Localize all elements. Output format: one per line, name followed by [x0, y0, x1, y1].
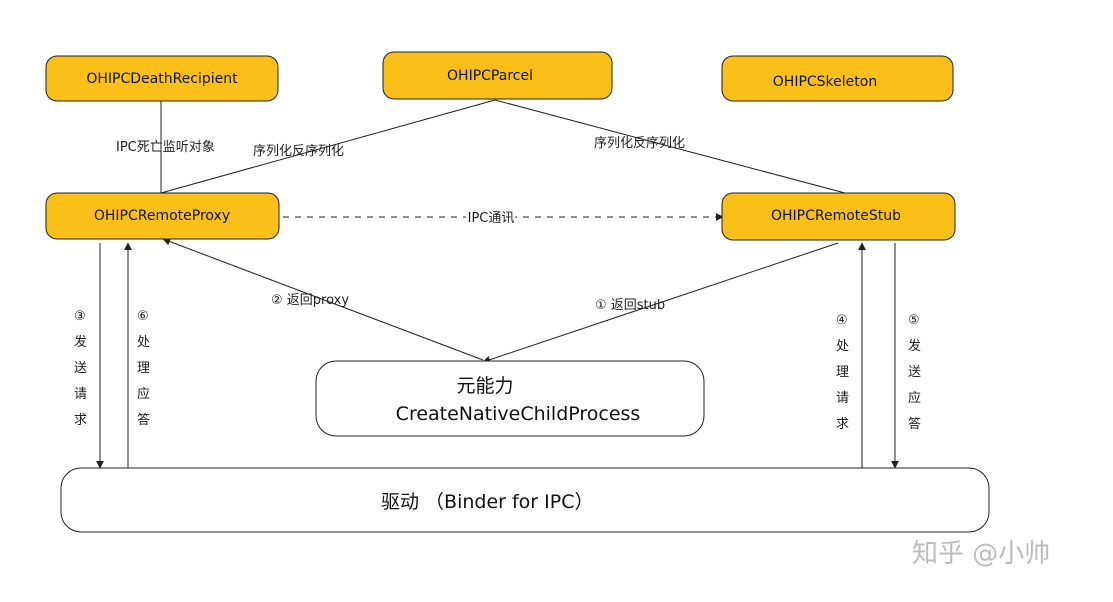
node-death-recipient-label: OHIPCDeathRecipient	[86, 71, 238, 87]
vlabel-send-request: ③ 发 送 请 求	[74, 309, 87, 428]
vchar: 答	[908, 416, 921, 432]
node-driver: 驱动 （Binder for IPC）	[60, 467, 990, 533]
watermark: 知乎 @小帅	[912, 539, 1050, 569]
meta-capability-subtitle: CreateNativeChildProcess	[396, 403, 641, 425]
node-skeleton: OHIPCSkeleton	[721, 55, 954, 102]
parcel-to-stub-line	[494, 99, 846, 194]
vchar: 求	[836, 417, 849, 432]
node-remote-proxy: OHIPCRemoteProxy	[45, 192, 280, 240]
label-return-proxy: ② 返回proxy	[271, 293, 349, 308]
label-return-stub: ① 返回stub	[595, 298, 665, 313]
vchar: ⑥	[137, 309, 149, 324]
node-remote-stub-label: OHIPCRemoteStub	[771, 208, 901, 224]
parcel-to-proxy-line	[160, 99, 496, 194]
capability-to-proxy-arrow	[162, 237, 484, 361]
node-parcel-label: OHIPCParcel	[447, 68, 533, 84]
vchar: 送	[74, 361, 87, 376]
node-skeleton-label: OHIPCSkeleton	[773, 74, 877, 90]
vchar: 理	[836, 365, 849, 380]
vchar: 理	[137, 361, 150, 376]
vchar: 应	[908, 390, 921, 406]
node-remote-stub: OHIPCRemoteStub	[721, 192, 956, 241]
stub-to-capability-arrow	[482, 242, 839, 364]
label-serialize-left: 序列化反序列化	[253, 144, 344, 159]
vchar: 处	[836, 339, 849, 354]
vlabel-send-response: ⑤ 发 送 应 答	[908, 313, 921, 432]
vchar: 发	[74, 334, 87, 350]
label-death-monitor: IPC死亡监听对象	[116, 140, 215, 155]
vchar: 答	[137, 412, 150, 428]
vlabel-handle-request: ④ 处 理 请 求	[836, 313, 849, 432]
vchar: 送	[908, 365, 921, 380]
vchar: ③	[74, 309, 86, 324]
node-death-recipient: OHIPCDeathRecipient	[45, 55, 279, 102]
connectors	[96, 99, 899, 469]
vchar: ④	[836, 313, 848, 328]
vchar: 请	[836, 391, 849, 406]
vchar: 请	[74, 387, 87, 402]
label-serialize-right: 序列化反序列化	[594, 136, 685, 151]
node-remote-proxy-label: OHIPCRemoteProxy	[94, 208, 230, 224]
vchar: 求	[74, 413, 87, 428]
node-meta-capability: 元能力 CreateNativeChildProcess	[315, 360, 705, 437]
vchar: 发	[908, 338, 921, 354]
label-ipc-comm: IPC通讯	[468, 211, 515, 226]
driver-label: 驱动 （Binder for IPC）	[381, 491, 594, 513]
vchar: 处	[137, 335, 150, 350]
meta-capability-title: 元能力	[456, 375, 513, 397]
vchar: 应	[137, 386, 150, 402]
vlabel-handle-response: ⑥ 处 理 应 答	[137, 309, 150, 428]
node-parcel: OHIPCParcel	[382, 51, 613, 100]
vchar: ⑤	[908, 313, 920, 328]
